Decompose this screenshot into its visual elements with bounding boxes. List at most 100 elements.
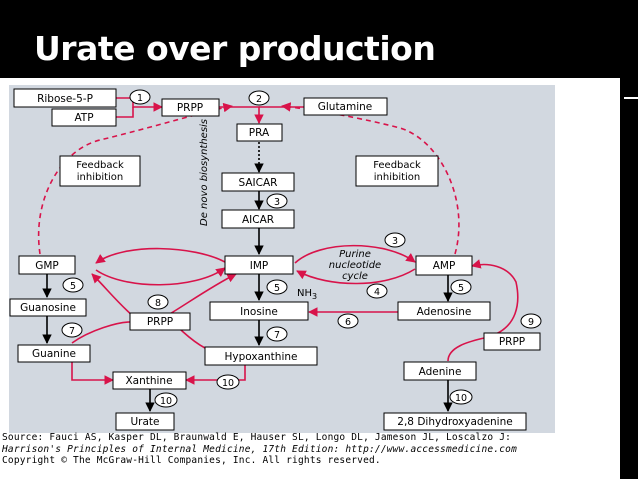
box-guanosine-label: Guanosine [20,302,76,314]
nh3-main: NH [297,288,312,299]
pathway-arrows [37,97,519,412]
box-prpp-right [483,332,541,351]
box-adenine-label: Adenine [419,366,462,378]
box-xanthine-label: Xanthine [125,375,172,387]
box-imp-label: IMP [250,260,269,272]
box-imp [224,255,294,275]
step-5a: 5 [62,277,84,293]
svg-text:5: 5 [458,283,464,294]
box-inosine [209,301,309,321]
step-7b: 7 [266,326,288,342]
box-ribose5p [13,88,117,108]
arrow-imp-to-amp [294,244,416,264]
box-pra-label: PRA [249,127,270,139]
step-3b: 3 [384,232,406,248]
box-hypoxanthine [204,346,318,366]
nh3-label: NH3 [297,288,317,301]
box-feedback-left [59,155,141,187]
box-inosine-label: Inosine [240,306,278,318]
svg-text:8: 8 [155,298,161,309]
svg-text:10: 10 [160,396,172,407]
svg-text:5: 5 [70,281,76,292]
decorative-line [624,97,638,99]
box-guanosine [9,298,87,317]
step-3a: 3 [266,193,288,209]
box-glutamine [303,97,388,116]
box-atp [51,108,117,127]
arrow-atp-to-prpp [116,107,134,118]
box-prpp-top-label: PRPP [177,102,203,114]
step-4: 4 [366,283,388,299]
source-citation: Source: Fauci AS, Kasper DL, Braunwald E… [2,432,636,467]
box-prpp-mid [129,312,191,331]
box-prpp-mid-label: PRPP [147,316,173,328]
box-glutamine-label: Glutamine [318,101,373,113]
arrow-salvage-to-gmp [91,273,136,319]
svg-text:10: 10 [222,378,234,389]
box-aicar-label: AICAR [242,214,274,226]
feedback-right-line1: Feedback [373,160,421,171]
step-10b: 10 [154,392,178,408]
svg-text:5: 5 [274,283,280,294]
svg-text:10: 10 [455,393,467,404]
box-urate [115,412,175,431]
nh3-subscript: 3 [312,292,317,301]
arrow-gmp-to-imp [95,267,226,286]
box-aicar [221,209,295,229]
box-hypoxanthine-label: Hypoxanthine [225,351,298,363]
box-ribose5p-label: Ribose-5-P [37,93,93,105]
arrow-imp-to-gmp [95,247,226,264]
box-saicar [221,172,295,192]
svg-text:2: 2 [256,94,262,105]
arrow-hypoxanthine-to-xanthine [185,365,246,385]
box-guanine [17,344,91,363]
arrow-salvage-to-imp [167,273,237,316]
step-markers: 1 2 3 3 5 5 5 4 8 6 9 7 7 10 10 10 [61,89,542,408]
pathway-boxes: Ribose-5-P ATP PRPP Glutamine PRA Feedba… [9,88,541,431]
step-5b: 5 [266,279,288,295]
svg-text:1: 1 [137,93,143,104]
cycle-line2: nucleotide [329,260,381,271]
box-adenine [403,361,477,381]
box-gmp-label: GMP [35,260,59,272]
svg-text:7: 7 [274,330,280,341]
feedback-right-dashed [281,102,460,255]
arrow-amp-to-imp [296,268,416,285]
box-feedback-right [355,155,439,187]
box-saicar-label: SAICAR [239,177,278,189]
step-1: 1 [129,89,151,105]
step-2: 2 [248,90,270,106]
svg-text:3: 3 [392,236,398,247]
feedback-left-line1: Feedback [76,160,124,171]
box-gmp [18,255,76,275]
step-9: 9 [520,313,542,329]
box-urate-label: Urate [130,416,159,428]
step-10a: 10 [216,374,240,390]
arrow-prpp-to-pra [219,106,264,124]
cycle-line1: Purine [339,249,371,260]
source-line-2: Harrison's Principles of Internal Medici… [2,443,517,455]
box-amp-label: AMP [433,260,456,272]
arrow-guanine-salvage [71,321,131,344]
box-xanthine [112,371,187,390]
de-novo-label: De novo biosynthesis [199,119,210,226]
box-prpp-top [161,98,220,117]
box-guanine-label: Guanine [32,348,76,360]
svg-text:3: 3 [274,197,280,208]
slide-title: Urate over production [34,29,436,68]
box-adenosine [397,301,491,321]
feedback-left-line2: inhibition [77,172,124,183]
svg-text:4: 4 [374,287,380,298]
svg-text:6: 6 [345,317,351,328]
feedback-right-line2: inhibition [374,172,421,183]
purine-cycle-label: Purine nucleotide cycle [329,249,381,282]
box-prpp-right-label: PRPP [499,336,525,348]
svg-text:9: 9 [528,317,534,328]
box-dihydroxyadenine [383,412,527,431]
box-adenosine-label: Adenosine [417,306,472,318]
svg-text:7: 7 [69,326,75,337]
arrow-guanine-to-xanthine [71,362,114,385]
step-8: 8 [147,294,169,310]
